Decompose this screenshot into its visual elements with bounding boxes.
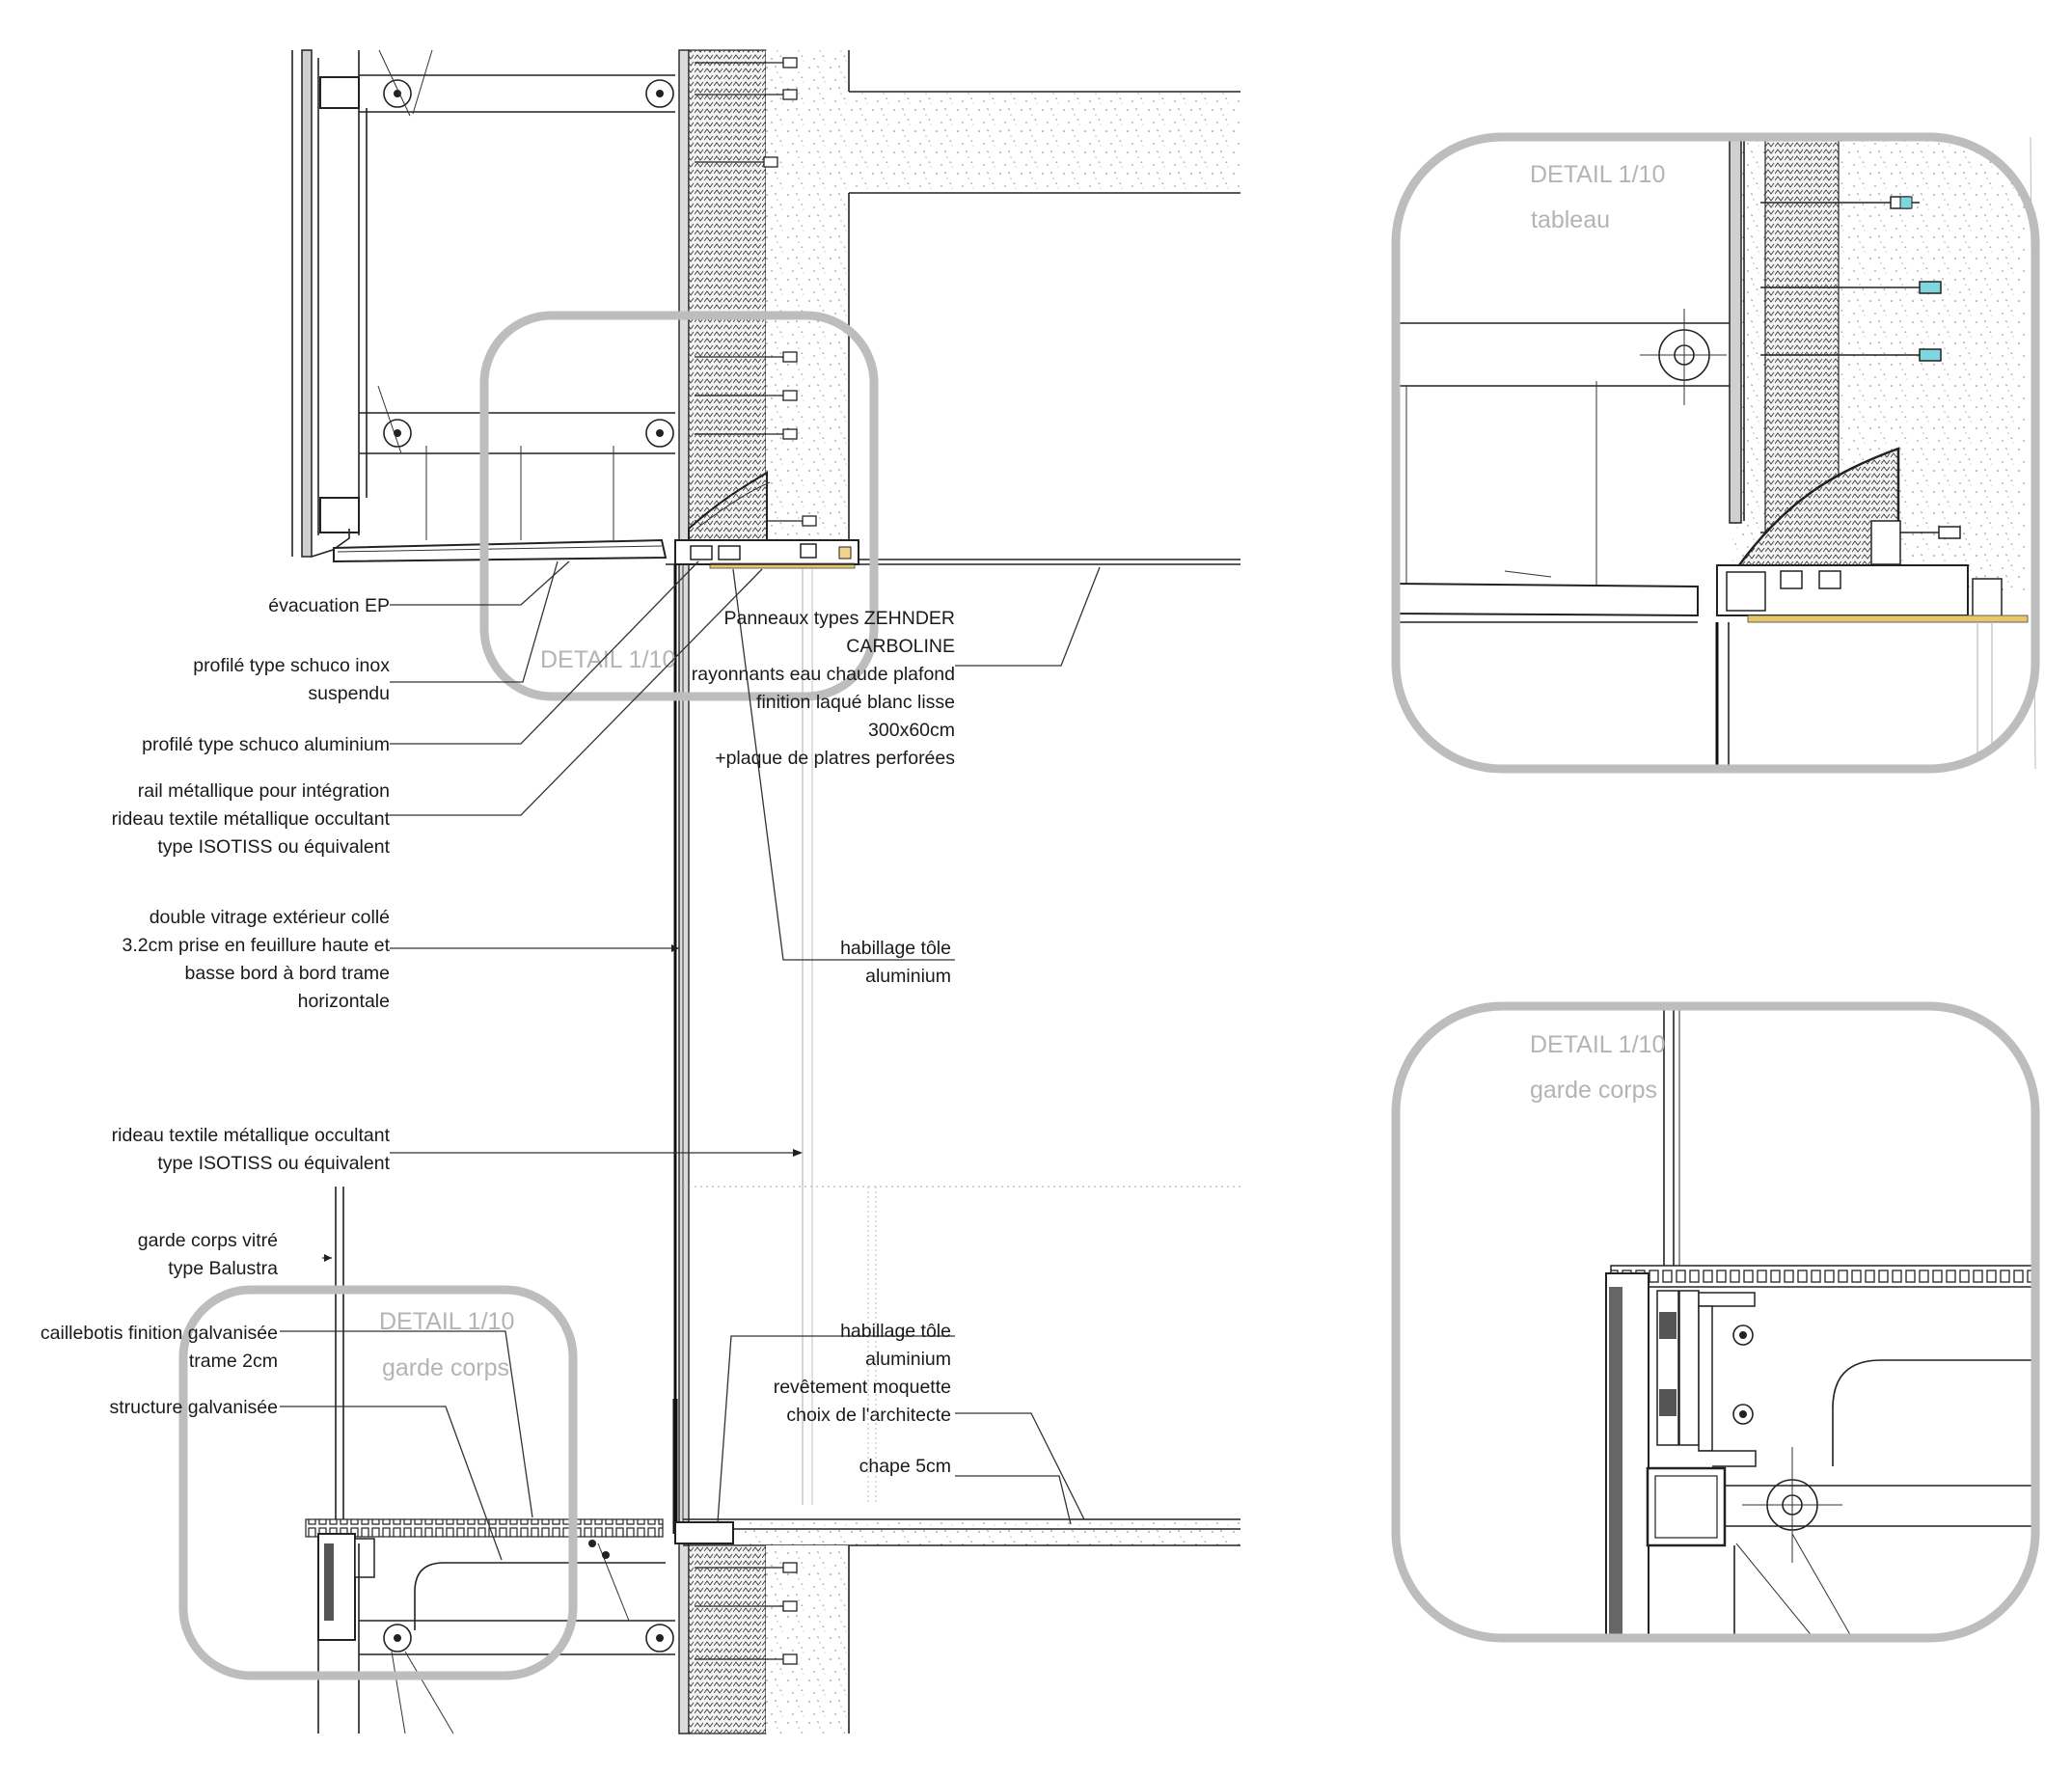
label-habillage-bas-2: aluminium xyxy=(865,1349,951,1370)
detail-frame-head xyxy=(479,311,879,701)
label-garde-corps-2: type Balustra xyxy=(168,1258,278,1279)
detail-tableau-title: DETAIL 1/10 xyxy=(1530,161,1665,188)
label-rail-3: type ISOTISS ou équivalent xyxy=(157,836,390,858)
label-caillebotis-2: trame 2cm xyxy=(189,1351,278,1372)
label-panneaux-1: Panneaux types ZEHNDER xyxy=(723,608,955,629)
detail-tableau xyxy=(1396,136,2036,770)
leader-lines xyxy=(280,560,1101,1561)
label-habillage-1: habillage tôle xyxy=(840,938,951,959)
label-rideau-1: rideau textile métallique occultant xyxy=(112,1125,391,1146)
detail-frame-garde-corps xyxy=(1391,1001,2040,1643)
label-panneaux-2: CARBOLINE xyxy=(846,636,955,657)
label-profile-alu: profilé type schuco aluminium xyxy=(142,734,390,755)
label-panneaux-4: finition laqué blanc lisse xyxy=(756,692,955,713)
label-garde-corps-1: garde corps vitré xyxy=(138,1230,278,1251)
label-evacuation-ep: évacuation EP xyxy=(268,595,390,616)
label-panneaux-6: +plaque de platres perforées xyxy=(715,748,955,769)
label-rail-2: rideau textile métallique occultant xyxy=(112,808,391,830)
label-vitrage-2: 3.2cm prise en feuillure haute et xyxy=(123,935,391,956)
label-habillage-bas-1: habillage tôle xyxy=(840,1321,951,1342)
detail-garde-subtitle: garde corps xyxy=(1530,1077,1657,1104)
label-chape: chape 5cm xyxy=(859,1456,951,1477)
left-annotations: évacuation EP profilé type schuco inox s… xyxy=(41,595,391,1418)
detail-foot-title: DETAIL 1/10 xyxy=(379,1308,514,1335)
label-rideau-2: type ISOTISS ou équivalent xyxy=(157,1153,390,1174)
label-rail-1: rail métallique pour intégration xyxy=(138,780,390,802)
right-annotations: Panneaux types ZEHNDER CARBOLINE rayonna… xyxy=(692,608,955,1477)
main-section-drawing xyxy=(291,49,1240,1734)
label-vitrage-1: double vitrage extérieur collé xyxy=(150,907,390,928)
label-profile-inox-2: suspendu xyxy=(308,683,390,704)
detail-garde-corps xyxy=(1605,1006,2035,1638)
detail-frame-tableau xyxy=(1391,132,2040,774)
detail-garde-title: DETAIL 1/10 xyxy=(1530,1031,1665,1058)
label-vitrage-4: horizontale xyxy=(298,991,390,1012)
detail-tableau-subtitle: tableau xyxy=(1531,206,1610,233)
label-moquette-1: revêtement moquette xyxy=(774,1377,951,1398)
detail-frame-foot xyxy=(178,1285,578,1680)
label-habillage-2: aluminium xyxy=(865,966,951,987)
label-panneaux-5: 300x60cm xyxy=(868,720,955,741)
label-profile-inox-1: profilé type schuco inox xyxy=(193,655,390,676)
label-vitrage-3: basse bord à bord trame xyxy=(185,963,390,984)
label-structure: structure galvanisée xyxy=(109,1397,278,1418)
detail-foot-subtitle: garde corps xyxy=(382,1354,509,1381)
detail-head-title: DETAIL 1/10 xyxy=(540,646,675,673)
label-panneaux-3: rayonnants eau chaude plafond xyxy=(692,664,955,685)
label-caillebotis-1: caillebotis finition galvanisée xyxy=(41,1323,278,1344)
label-moquette-2: choix de l'architecte xyxy=(786,1405,951,1426)
